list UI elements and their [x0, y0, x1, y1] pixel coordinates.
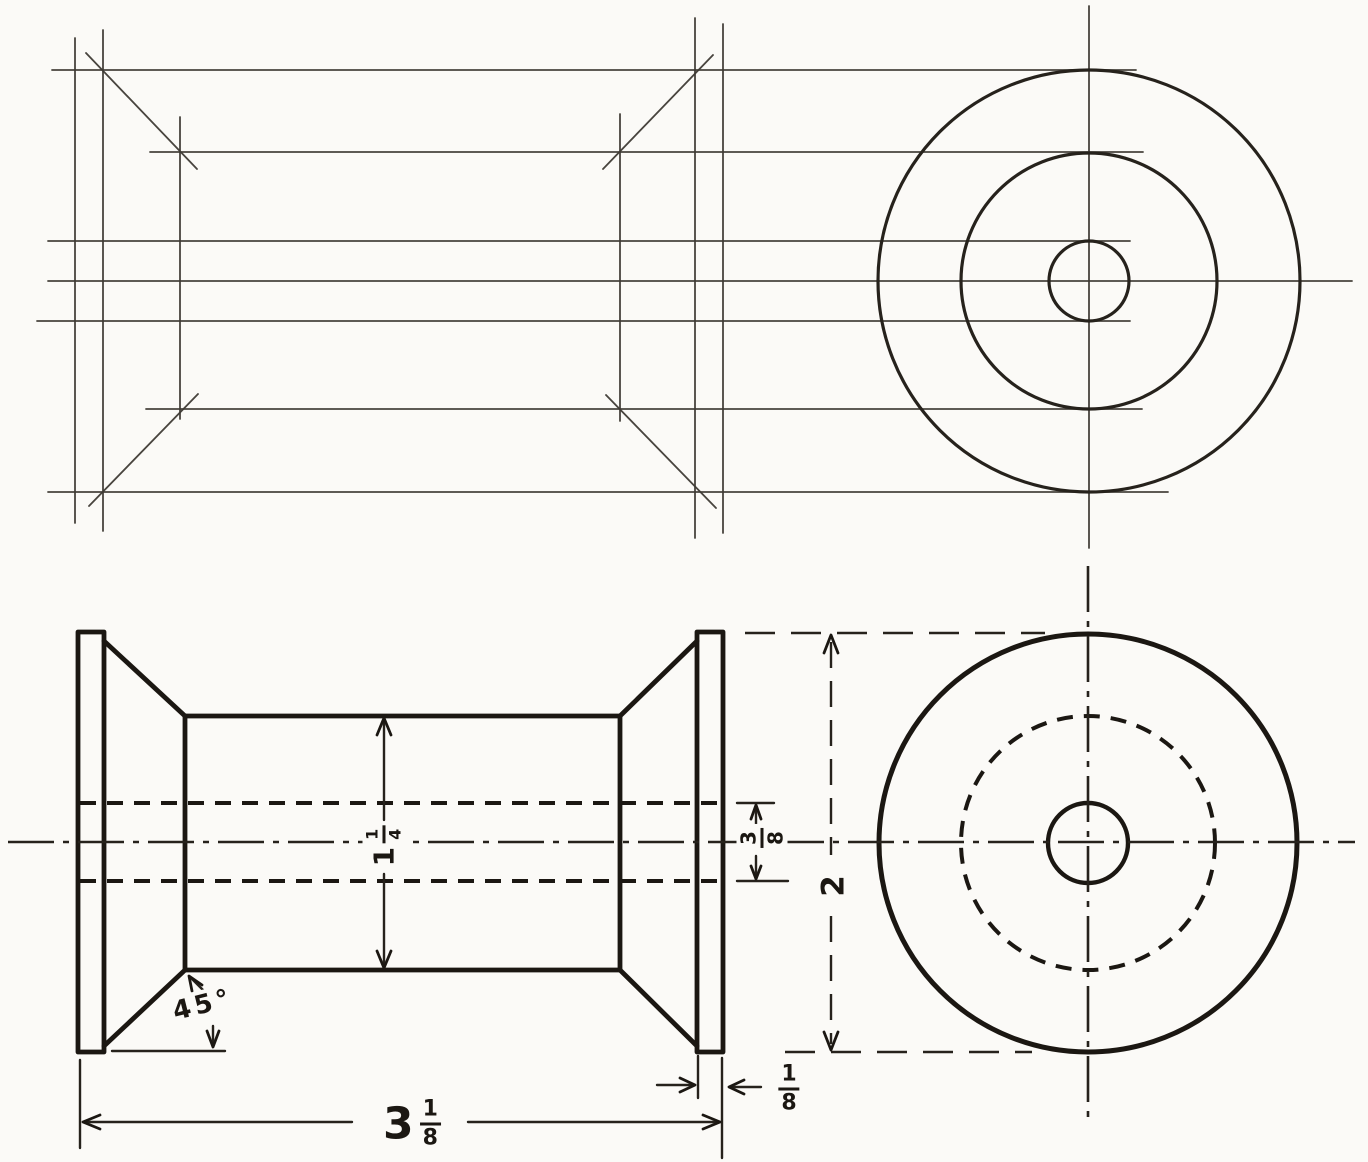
overall-length-fraction: 1 8 [419, 1098, 441, 1150]
flange-thickness-fraction: 1 8 [778, 1063, 800, 1115]
barrel-diameter-label: 1 1 4 [362, 821, 406, 871]
chamfer-diagonal [605, 394, 717, 509]
flange-circle [876, 68, 1302, 494]
chamfer-diagonal [85, 52, 198, 170]
dimension-chamfer-angle [110, 974, 227, 1053]
construction-end-view [876, 5, 1302, 549]
centerlines [8, 566, 1355, 1118]
chamfer-diagonal [88, 393, 199, 507]
hole-diameter-label: 3 8 [736, 824, 788, 852]
barrel-circle [959, 151, 1219, 411]
barrel-diameter-whole: 1 [367, 846, 400, 867]
overall-length-label: 3 1 8 [379, 1096, 445, 1152]
dimension-flange-diameter [745, 631, 1045, 1054]
flange-diameter-label: 2 [816, 871, 852, 901]
chamfer-diagonal [602, 54, 714, 170]
dimension-barrel-diameter [375, 716, 393, 970]
dimension-flange-thickness [655, 1054, 763, 1100]
construction-front-view [36, 17, 1353, 539]
hole-circle [1047, 239, 1131, 323]
dimension-hole-diameter [735, 801, 790, 883]
hole-diameter-fraction: 3 8 [737, 828, 788, 848]
flange-thickness-label: 1 8 [774, 1061, 804, 1117]
barrel-diameter-fraction: 1 4 [363, 825, 405, 843]
dimension-overall-length [78, 1056, 724, 1160]
overall-length-whole: 3 [383, 1098, 414, 1149]
